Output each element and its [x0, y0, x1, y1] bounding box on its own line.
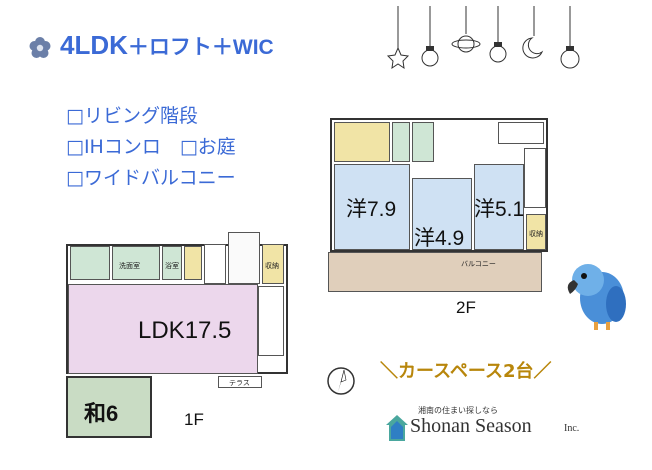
room-toilet-2f — [392, 122, 410, 162]
storage-1f-b: 収納 — [262, 244, 284, 284]
room-washitsu-label: 和6 — [84, 401, 119, 426]
feature-item: □IHコンロ □お庭 — [66, 136, 236, 158]
hanging-bulb-icon — [489, 42, 507, 63]
room-ldk — [68, 284, 258, 374]
entrance-hall — [204, 244, 226, 284]
room-western-3-label: 洋5.1 — [474, 198, 525, 221]
page-title: 4LDK＋ロフト＋WIC — [60, 30, 274, 61]
room-western-2 — [412, 178, 472, 250]
terrace-label: テラス — [229, 379, 250, 387]
balcony-label: バルコニー — [461, 260, 496, 268]
storage-1f-label: 収納 — [265, 262, 279, 270]
floor2-outline — [330, 118, 548, 252]
floor-1f-label: 1F — [184, 410, 204, 429]
room-western-1-label: 洋7.9 — [346, 198, 397, 221]
stair-1f — [228, 232, 260, 284]
feature-item: □ワイドバルコニー — [66, 167, 236, 189]
compass-icon — [327, 367, 355, 395]
room-ldk-label: LDK17.5 — [138, 317, 232, 344]
stair-2f — [524, 148, 546, 208]
room-washroom: 洗面室 — [112, 246, 160, 280]
room-washroom-label: 洗面室 — [119, 262, 140, 270]
brand-suffix: Inc. — [564, 423, 580, 434]
storage-2f: 収納 — [526, 214, 546, 250]
brand-name: Shonan Season — [410, 415, 532, 437]
balcony: バルコニー — [328, 252, 542, 292]
room-washitsu — [66, 376, 152, 438]
planet-icon — [451, 35, 481, 53]
storage-2f-label: 収納 — [529, 230, 543, 238]
layout-suffix: ＋ロフト＋WIC — [127, 36, 274, 59]
stair-ldk — [258, 286, 284, 356]
storage-1f-a — [184, 246, 202, 280]
parrot-icon — [567, 264, 626, 330]
room-wash-2f — [412, 122, 434, 162]
room-bath: 浴室 — [162, 246, 182, 280]
brand-tagline: 湘南の住まい探しなら — [418, 406, 498, 415]
parking-banner: ＼カースペース2台／ — [380, 361, 552, 382]
hanging-bulb-icon — [560, 46, 580, 69]
floor-2f-label: 2F — [456, 298, 476, 317]
layout-type: 4LDK — [60, 30, 128, 60]
hanging-bulb-icon — [421, 46, 439, 67]
room-landing — [498, 122, 544, 144]
star-icon — [386, 46, 410, 70]
room-western-3 — [474, 164, 524, 250]
terrace: テラス — [218, 376, 262, 388]
flower-icon — [29, 37, 51, 58]
room-toilet — [70, 246, 110, 280]
room-western-2-label: 洋4.9 — [414, 227, 465, 250]
house-logo-icon — [386, 415, 408, 441]
room-western-1 — [334, 164, 410, 250]
hanging-decorations — [386, 6, 580, 70]
feature-item: □リビング階段 — [66, 105, 198, 127]
moon-icon — [522, 37, 544, 59]
room-bath-label: 浴室 — [165, 262, 179, 270]
room-wic — [334, 122, 390, 162]
